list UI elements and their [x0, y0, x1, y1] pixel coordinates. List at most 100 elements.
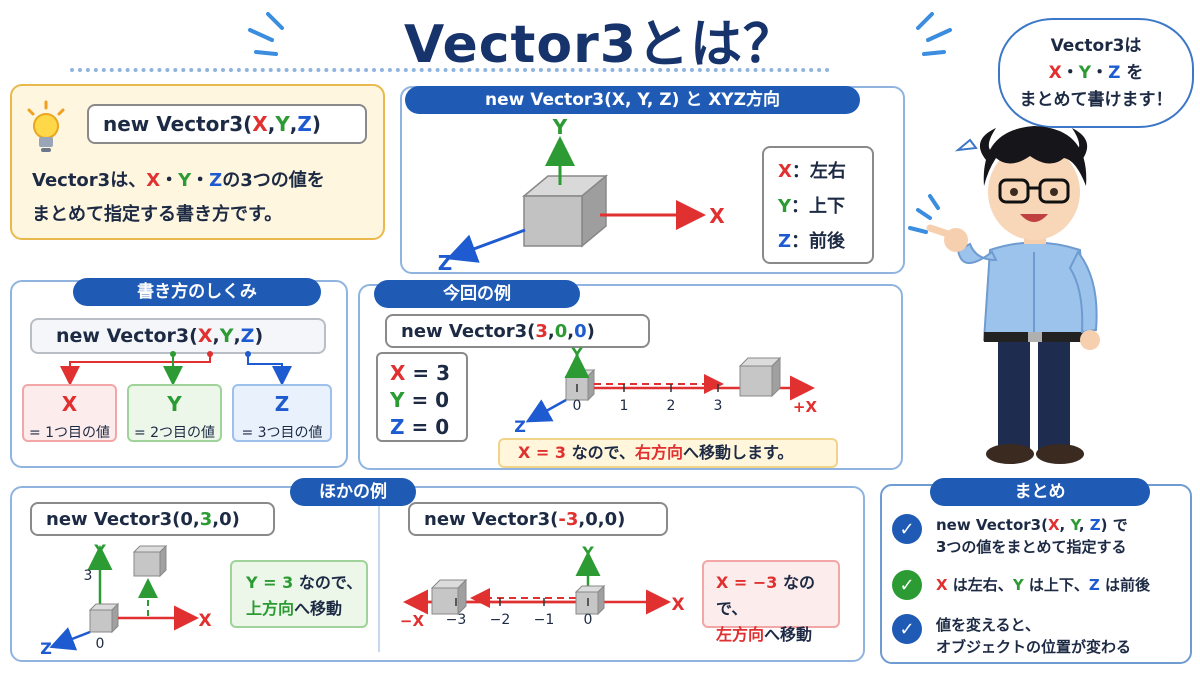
- summary-code-prefix: new Vector3(: [936, 516, 1048, 534]
- summary-text-1: new Vector3(X, Y, Z) で 3つの値をまとめて指定する: [936, 514, 1128, 558]
- note-direction: 上方向: [246, 599, 295, 618]
- syntax-connectors: [60, 351, 292, 386]
- bubble-dot: ・: [1061, 63, 1079, 83]
- x-tick-label: 0: [584, 612, 593, 628]
- y-axis-label: Y: [93, 541, 106, 560]
- moved-cube-icon: [738, 356, 782, 398]
- code-sep: ,: [567, 320, 575, 342]
- pointing-finger: [926, 224, 952, 238]
- legend-z: Z：前後: [778, 224, 872, 259]
- intro-y: Y: [178, 170, 192, 191]
- x-tick-label: 0: [573, 398, 582, 414]
- x-tick-label: −3: [446, 612, 467, 628]
- y-axis-label: Y: [552, 115, 568, 139]
- summary-x-text: は左右、: [947, 576, 1013, 594]
- code-close: ): [586, 320, 595, 342]
- summary-text-3: 値を変えると、 オブジェクトの位置が変わる: [936, 614, 1131, 658]
- syntax-box-desc: = 1つ目の値: [28, 425, 111, 441]
- code-sep: ,: [212, 508, 220, 530]
- value-letter-z: Z: [390, 415, 405, 439]
- summary-code-close: ) で: [1100, 516, 1128, 534]
- summary-item-3: ✓ 値を変えると、 オブジェクトの位置が変わる: [892, 614, 1192, 658]
- bubble-dot: ・: [1091, 63, 1109, 83]
- summary-z: Z: [1088, 576, 1100, 594]
- mouth: [1020, 214, 1048, 222]
- bubble-y: Y: [1078, 63, 1092, 83]
- origin-cube-icon: [88, 602, 120, 634]
- bubble-line2: X・Y・Z を: [1000, 60, 1192, 87]
- hair: [983, 126, 1087, 186]
- bubble-x: X: [1048, 63, 1062, 83]
- value-eq-z: = 0: [404, 415, 450, 439]
- code-prefix: new Vector3(: [424, 508, 559, 530]
- spark-line: [248, 28, 274, 42]
- example-values-box: X = 3 Y = 0 Z = 0: [376, 352, 468, 442]
- character-illustration: [908, 126, 1100, 464]
- bubble-z: Z: [1108, 63, 1121, 83]
- code-x: 0: [180, 508, 193, 530]
- code-y: Y: [275, 112, 290, 136]
- code-y: 3: [199, 508, 213, 530]
- summary-line1: 値を変えると、: [936, 616, 1040, 634]
- spark-line: [254, 50, 278, 56]
- right-shoe: [1036, 444, 1084, 464]
- code-y: Y: [219, 325, 234, 347]
- code-sep: ,: [192, 508, 200, 530]
- bubble-line3: まとめて書けます！: [1019, 90, 1173, 110]
- summary-y-text: は上下、: [1023, 576, 1089, 594]
- code-sep: ,: [212, 325, 220, 347]
- intro-line1-suffix: の3つの値を: [222, 170, 325, 191]
- code-prefix: new Vector3(: [56, 325, 198, 347]
- summary-y: Y: [1012, 576, 1024, 594]
- origin-label: 0: [96, 636, 105, 652]
- legend-text-x: ：左右: [791, 161, 846, 182]
- example-panel-header: 今回の例: [374, 280, 580, 308]
- code-close: ): [311, 112, 322, 136]
- left-shoe: [986, 444, 1034, 464]
- spark-lines: [908, 194, 940, 234]
- other-right-code-pill: new Vector3(-3, 0, 0): [408, 502, 668, 536]
- x-axis-label: X: [709, 204, 725, 228]
- axes-panel-header: new Vector3(X, Y, Z) と XYZ方向: [405, 86, 860, 114]
- note-end: へ移動: [294, 599, 343, 618]
- left-leg: [998, 332, 1030, 450]
- value-y: Y = 0: [390, 387, 466, 414]
- syntax-panel-header: 書き方のしくみ: [73, 278, 321, 306]
- legend-text-z: ：前後: [791, 231, 846, 252]
- note-value: X = −3: [716, 573, 778, 592]
- code-sep: ,: [233, 325, 241, 347]
- origin-cube-icon: [574, 584, 606, 616]
- code-prefix: new Vector3(: [401, 320, 536, 342]
- note-direction: 右方向: [634, 443, 683, 462]
- x-tick-label: 3: [714, 398, 723, 414]
- syntax-box-x: X = 1つ目の値: [22, 384, 117, 442]
- summary-y: Y: [1070, 516, 1079, 534]
- z-axis-label: Z: [438, 251, 453, 274]
- intro-dot: ・: [191, 170, 210, 191]
- intro-z: Z: [209, 170, 223, 191]
- intro-description: Vector3は、X・Y・Zの3つの値を まとめて指定する書き方です。: [32, 164, 325, 232]
- note-value: X = 3: [518, 443, 567, 462]
- check-circle-icon: ✓: [892, 614, 922, 644]
- code-z: 0: [574, 320, 587, 342]
- cube-icon: [521, 174, 609, 248]
- summary-item-2: ✓ X は左右、Y は上下、Z は前後: [892, 570, 1192, 600]
- x-tick-label: −1: [534, 612, 555, 628]
- intro-line2: まとめて指定する書き方です。: [32, 204, 283, 225]
- check-circle-icon: ✓: [892, 514, 922, 544]
- glasses: [998, 178, 1030, 204]
- value-x: X = 3: [390, 360, 466, 387]
- axes-diagram: Y X Z: [438, 115, 726, 274]
- moved-cube-icon: [132, 544, 168, 578]
- lightbulb-icon: [27, 100, 65, 152]
- y-tick-label: 3: [84, 568, 93, 584]
- value-letter-y: Y: [390, 388, 405, 412]
- x-axis-label: +X: [793, 398, 818, 416]
- value-letter-x: X: [390, 361, 406, 385]
- code-x: -3: [558, 508, 579, 530]
- note-mid: なので、: [293, 573, 363, 592]
- belt-buckle: [1028, 332, 1042, 342]
- code-sep: ,: [289, 112, 298, 136]
- z-axis-arrow: [49, 627, 91, 651]
